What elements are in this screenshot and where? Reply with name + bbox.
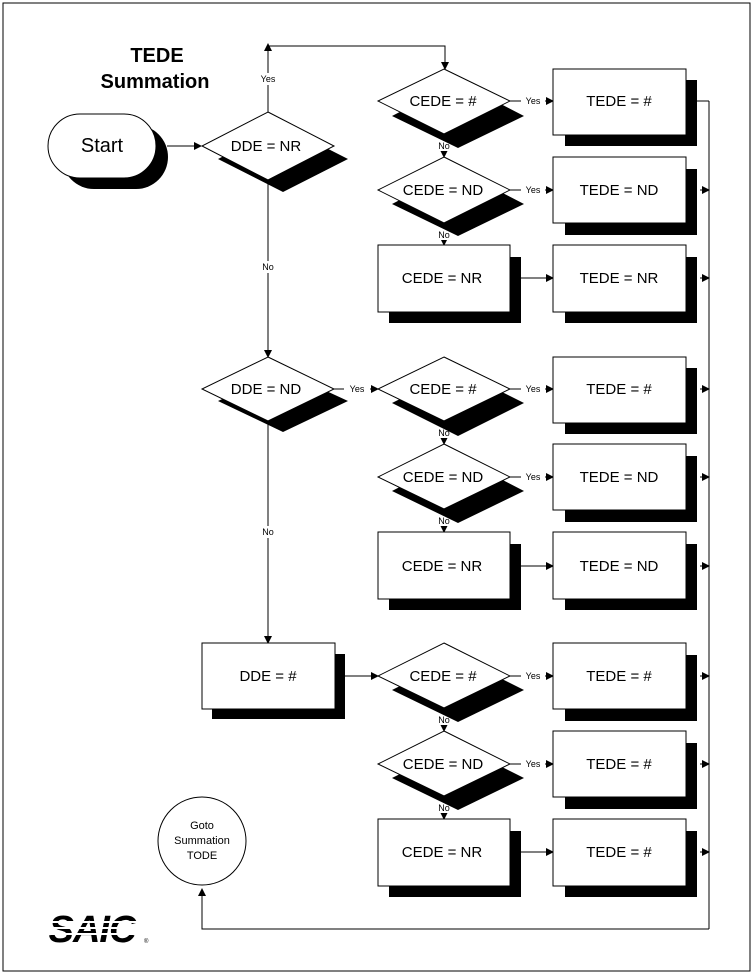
cede-nr-label: CEDE = NR xyxy=(402,270,483,287)
cede-nr-process-1: CEDE = NR xyxy=(377,244,521,323)
tede-nr-label: TEDE = NR xyxy=(580,270,659,287)
cede-nd-label: CEDE = ND xyxy=(403,469,484,486)
edge-yes-label: Yes xyxy=(526,96,541,106)
saic-logo: SAIC ® xyxy=(32,909,150,951)
cede-nr-process-2: CEDE = NR xyxy=(377,531,521,610)
goto-line2: Summation xyxy=(174,835,230,847)
tede-nd-label: TEDE = ND xyxy=(580,182,659,199)
tede-num-result-4: TEDE = # xyxy=(552,730,697,809)
cede-nd-label: CEDE = ND xyxy=(403,182,484,199)
cede-nd-decision-1: CEDE = ND xyxy=(376,156,524,236)
edge-no-label: No xyxy=(438,803,450,813)
cede-num-label: CEDE = # xyxy=(409,668,477,685)
cede-nr-label: CEDE = NR xyxy=(402,558,483,575)
goto-summation-tode-connector: Goto Summation TODE xyxy=(157,796,247,886)
edge-yes-label: Yes xyxy=(350,384,365,394)
cede-num-decision-3: CEDE = # xyxy=(376,642,524,722)
cede-nr-label: CEDE = NR xyxy=(402,844,483,861)
edge-labels: Yes No No Yes Yes No Yes No Yes No Yes N… xyxy=(256,73,545,813)
start-label: Start xyxy=(81,135,124,157)
edge-yes-label: Yes xyxy=(526,472,541,482)
tede-nd-result-1: TEDE = ND xyxy=(552,156,697,235)
dde-num-label: DDE = # xyxy=(239,668,297,685)
edge-no-label: No xyxy=(438,141,450,151)
edge-no-label: No xyxy=(438,715,450,725)
tede-nr-result-1: TEDE = NR xyxy=(552,244,697,323)
cede-nd-decision-3: CEDE = ND xyxy=(376,730,524,810)
cede-num-decision-1: CEDE = # xyxy=(376,68,524,148)
goto-line1: Goto xyxy=(190,820,214,832)
tede-num-result-3: TEDE = # xyxy=(552,642,697,721)
registered-mark-icon: ® xyxy=(144,938,149,945)
tede-num-result-1: TEDE = # xyxy=(552,68,697,146)
tede-nd-label: TEDE = ND xyxy=(580,558,659,575)
tede-num-label: TEDE = # xyxy=(586,844,652,861)
tede-nd-label: TEDE = ND xyxy=(580,469,659,486)
tede-num-label: TEDE = # xyxy=(586,668,652,685)
cede-nr-process-3: CEDE = NR xyxy=(377,818,521,897)
edge-yes-label: Yes xyxy=(526,185,541,195)
title-line1: TEDE xyxy=(130,45,183,67)
tede-num-result-5: TEDE = # xyxy=(552,818,697,897)
start-terminator: Start xyxy=(47,113,168,189)
dde-nr-decision: DDE = NR xyxy=(200,111,348,192)
goto-line3: TODE xyxy=(187,850,217,862)
edge-yes-label: Yes xyxy=(526,671,541,681)
edge-no-label: No xyxy=(438,428,450,438)
edge-no-label: No xyxy=(438,230,450,240)
tede-num-result-2: TEDE = # xyxy=(552,356,697,434)
tede-nd-result-3: TEDE = ND xyxy=(552,531,697,610)
cede-nd-label: CEDE = ND xyxy=(403,756,484,773)
tede-num-label: TEDE = # xyxy=(586,381,652,398)
tede-nd-result-2: TEDE = ND xyxy=(552,443,697,522)
cede-num-label: CEDE = # xyxy=(409,93,477,110)
dde-nd-decision: DDE = ND xyxy=(200,356,348,432)
edge-yes-label: Yes xyxy=(261,74,276,84)
dde-nr-label: DDE = NR xyxy=(231,138,302,155)
cede-nd-decision-2: CEDE = ND xyxy=(376,443,524,523)
cede-num-label: CEDE = # xyxy=(409,381,477,398)
edge-no-label: No xyxy=(262,262,274,272)
saic-logo-text: SAIC xyxy=(49,909,137,951)
edge-yes-label: Yes xyxy=(526,384,541,394)
tede-num-label: TEDE = # xyxy=(586,756,652,773)
cede-num-decision-2: CEDE = # xyxy=(376,356,524,436)
edge-yes-label: Yes xyxy=(526,759,541,769)
title-line2: Summation xyxy=(101,71,210,93)
dde-nd-label: DDE = ND xyxy=(231,381,302,398)
edge-no-label: No xyxy=(438,516,450,526)
tede-num-label: TEDE = # xyxy=(586,93,652,110)
dde-num-process: DDE = # xyxy=(201,642,345,719)
edge-no-label: No xyxy=(262,527,274,537)
